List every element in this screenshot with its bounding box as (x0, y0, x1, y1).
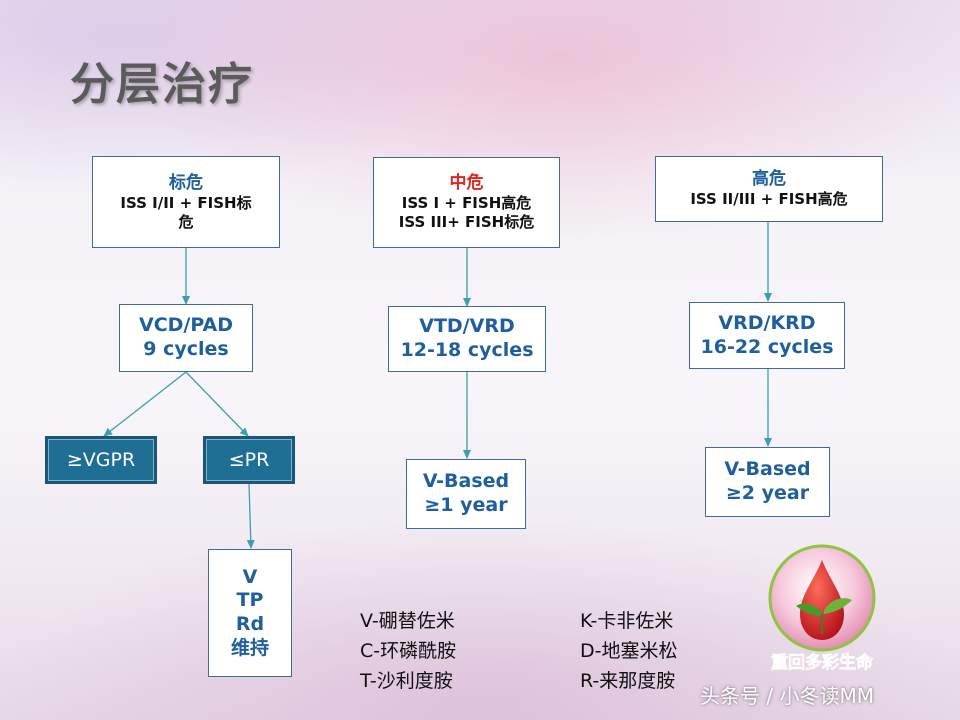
regimen-box-high: VRD/KRD 16-22 cycles (689, 302, 845, 369)
slide-title: 分层治疗 (70, 59, 254, 110)
risk-line: ISS III+ FISH标危 (398, 213, 535, 232)
response-vgpr-label: ≥VGPR (66, 449, 136, 471)
maintenance-drug: Rd (235, 613, 265, 635)
legend-item: R-来那度胺 (580, 670, 676, 692)
maintenance-duration: ≥1 year (424, 494, 508, 516)
regimen-name: VCD/PAD (138, 314, 234, 337)
maintenance-drug: TP (236, 589, 264, 612)
risk-line: ISS I + FISH高危 (401, 194, 532, 213)
logo-text: 重回多彩生命 (771, 652, 874, 673)
response-pr-label: ≤PR (228, 449, 270, 471)
risk-head-standard: 标危 (169, 172, 203, 193)
arrow-pr-to-maintenance (246, 483, 255, 549)
maintenance-duration: ≥2 year (725, 482, 810, 504)
legend-left: V-硼替佐米 C-环磷酰胺 T-沙利度胺 (360, 606, 456, 696)
legend-item: K-卡非佐米 (580, 610, 674, 632)
maintenance-box-high: V-Based ≥2 year (705, 447, 830, 517)
risk-head-high: 高危 (752, 169, 786, 189)
legend-item: V-硼替佐米 (360, 610, 455, 632)
regimen-box-intermediate: VTD/VRD 12-18 cycles (388, 306, 546, 372)
pr-maintenance-box: V TP Rd 维持 (208, 549, 292, 677)
campaign-logo: 重回多彩生命 (768, 544, 876, 673)
response-pr-box: ≤PR (203, 436, 295, 484)
arrow-regimen-to-vgpr (103, 371, 187, 437)
risk-line: ISS II/III + FISH高危 (690, 190, 848, 209)
maintenance-name: V-Based (724, 458, 811, 481)
risk-head-intermediate: 中危 (449, 173, 484, 194)
maintenance-box-intermediate: V-Based ≥1 year (406, 459, 526, 529)
regimen-box-standard: VCD/PAD 9 cycles (119, 304, 253, 372)
legend-item: T-沙利度胺 (360, 670, 453, 692)
risk-line: 危 (178, 212, 194, 231)
arrow-regimen-to-pr (185, 371, 249, 437)
regimen-name: VTD/VRD (419, 315, 515, 338)
legend-item: D-地塞米松 (580, 640, 678, 662)
risk-box-intermediate: 中危 ISS I + FISH高危 ISS III+ FISH标危 (373, 157, 560, 248)
legend-item: C-环磷酰胺 (360, 640, 457, 662)
regimen-name: VRD/KRD (718, 311, 816, 334)
regimen-cycles: 9 cycles (143, 338, 229, 360)
maintenance-name: V-Based (422, 470, 510, 493)
watermark-text: 头条号 / 小冬读MM (700, 684, 874, 708)
regimen-cycles: 16-22 cycles (700, 335, 834, 358)
response-vgpr-box: ≥VGPR (45, 436, 157, 484)
risk-box-standard: 标危 ISS I/II + FISH标 危 (92, 156, 280, 248)
legend-right: K-卡非佐米 D-地塞米松 R-来那度胺 (580, 606, 678, 696)
risk-box-high: 高危 ISS II/III + FISH高危 (655, 156, 883, 222)
risk-line: ISS I/II + FISH标 (120, 193, 252, 212)
maintenance-drug: V (242, 565, 258, 588)
maintenance-label: 维持 (230, 636, 269, 659)
regimen-cycles: 12-18 cycles (400, 339, 534, 361)
